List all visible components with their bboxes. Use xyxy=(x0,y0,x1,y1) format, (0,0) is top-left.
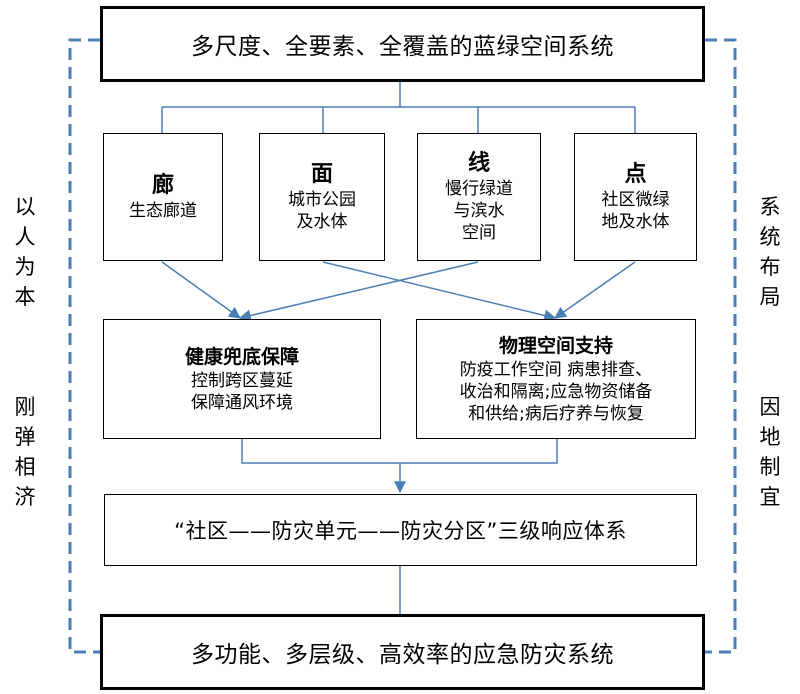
right-label-top: 系统布局 xyxy=(759,195,781,309)
element-box-dian: 点 社区微绿 地及水体 xyxy=(574,133,697,261)
element-title-mian: 面 xyxy=(310,162,333,187)
left-label-top: 以人为本 xyxy=(14,195,36,309)
element-desc-lang: 生态廊道 xyxy=(129,201,197,221)
element-box-lang: 廊 生态廊道 xyxy=(103,133,223,261)
element-title-dian: 点 xyxy=(624,162,647,187)
health-guarantee-title: 健康兜底保障 xyxy=(184,346,299,368)
arrow-dian-to-physical xyxy=(554,261,636,319)
arrow-lang-to-health xyxy=(161,261,241,319)
bottom-system-box: 多功能、多层级、高效率的应急防灾系统 xyxy=(100,614,705,690)
arrow-xian-to-health xyxy=(238,261,479,322)
physical-support-desc: 防疫工作空间 病患排查、 收治和隔离;应急物资储备 和供给;病后疗养与恢复 xyxy=(459,360,653,424)
response-system-box: “社区——防灾单元——防灾分区”三级响应体系 xyxy=(104,494,697,566)
merge-connector xyxy=(241,438,558,464)
physical-support-box: 物理空间支持 防疫工作空间 病患排查、 收治和隔离;应急物资储备 和供给;病后疗… xyxy=(416,319,696,439)
left-label-bottom: 刚弹相济 xyxy=(14,395,36,509)
element-desc-mian: 城市公园 及水体 xyxy=(288,190,356,232)
top-tree-connector xyxy=(161,80,636,133)
response-system-title: “社区——防灾单元——防灾分区”三级响应体系 xyxy=(174,519,627,543)
element-desc-dian: 社区微绿 地及水体 xyxy=(601,190,670,232)
health-guarantee-box: 健康兜底保障 控制跨区蔓延 保障通风环境 xyxy=(103,319,381,439)
element-box-xian: 线 慢行绿道 与滨水 空间 xyxy=(417,133,541,261)
bottom-system-title: 多功能、多层级、高效率的应急防灾系统 xyxy=(191,642,614,668)
arrow-mian-to-physical xyxy=(322,261,557,322)
element-title-xian: 线 xyxy=(467,151,490,176)
top-system-title: 多尺度、全要素、全覆盖的蓝绿空间系统 xyxy=(191,34,614,60)
right-label-bottom: 因地制宜 xyxy=(759,395,781,509)
dashed-side-frame xyxy=(68,38,737,654)
top-system-box: 多尺度、全要素、全覆盖的蓝绿空间系统 xyxy=(100,6,705,82)
physical-support-title: 物理空间支持 xyxy=(498,335,613,357)
health-guarantee-desc: 控制跨区蔓延 保障通风环境 xyxy=(191,371,293,413)
element-title-lang: 廊 xyxy=(151,173,174,198)
element-desc-xian: 慢行绿道 与滨水 空间 xyxy=(445,179,513,243)
element-box-mian: 面 城市公园 及水体 xyxy=(259,133,385,261)
